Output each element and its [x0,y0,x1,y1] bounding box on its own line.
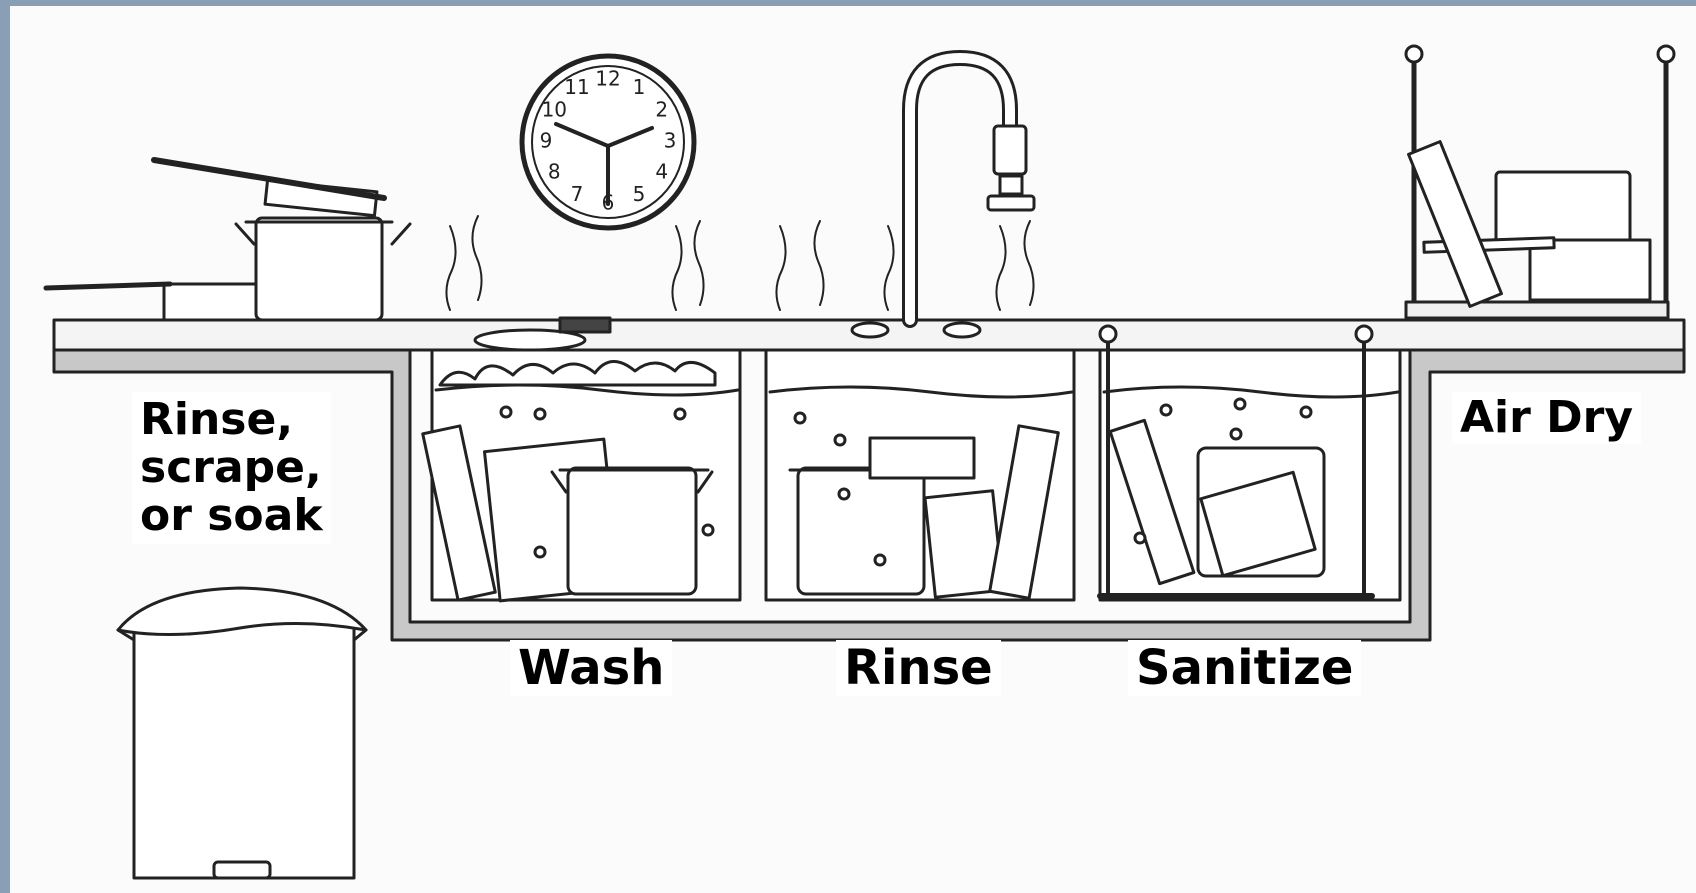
clock-numeral: 12 [595,67,620,91]
clock-numeral: 7 [571,182,584,206]
clock-numeral: 1 [633,75,646,99]
faucet-icon [852,58,1034,337]
rinse-stock-pot [798,468,924,594]
clock-numeral: 10 [542,98,567,122]
clock-numeral: 6 [602,191,615,215]
wash-label: Wash [510,640,672,696]
rinse-pan [870,438,974,478]
drying-rack-icon [1406,46,1674,318]
clock-numeral: 4 [655,160,668,184]
rinse-scrape-soak-label: Rinse, scrape, or soak [132,392,331,544]
clock-numeral: 5 [633,182,646,206]
steam-lines [446,216,1033,310]
clock-numeral: 2 [655,98,668,122]
trash-can-icon [118,588,366,878]
air-dry-label: Air Dry [1452,392,1641,444]
wash-stock-pot [568,468,696,594]
clock-numeral: 8 [548,160,561,184]
scrub-brush [560,318,610,332]
sanitize-label: Sanitize [1128,640,1361,696]
stock-pot-icon [46,160,410,320]
clock-numeral: 9 [540,129,553,153]
clock-numeral: 3 [664,129,677,153]
rinse-label: Rinse [836,640,1001,696]
clock-numeral: 11 [564,75,589,99]
